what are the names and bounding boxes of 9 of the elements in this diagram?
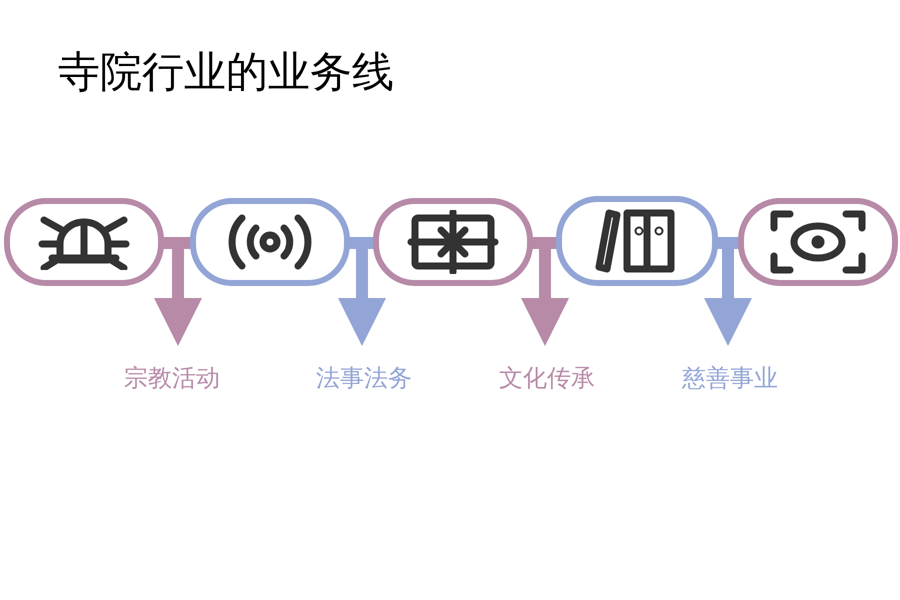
down-arrow: [521, 298, 569, 346]
down-arrow: [338, 298, 386, 346]
down-arrow: [154, 298, 202, 346]
category-label: 文化传承: [485, 362, 609, 396]
down-arrow: [704, 298, 752, 346]
category-label: 宗教活动: [110, 362, 234, 396]
category-label: 法事法务: [302, 362, 426, 396]
category-label: 慈善事业: [668, 362, 792, 396]
title: 寺院行业的业务线: [58, 46, 394, 98]
